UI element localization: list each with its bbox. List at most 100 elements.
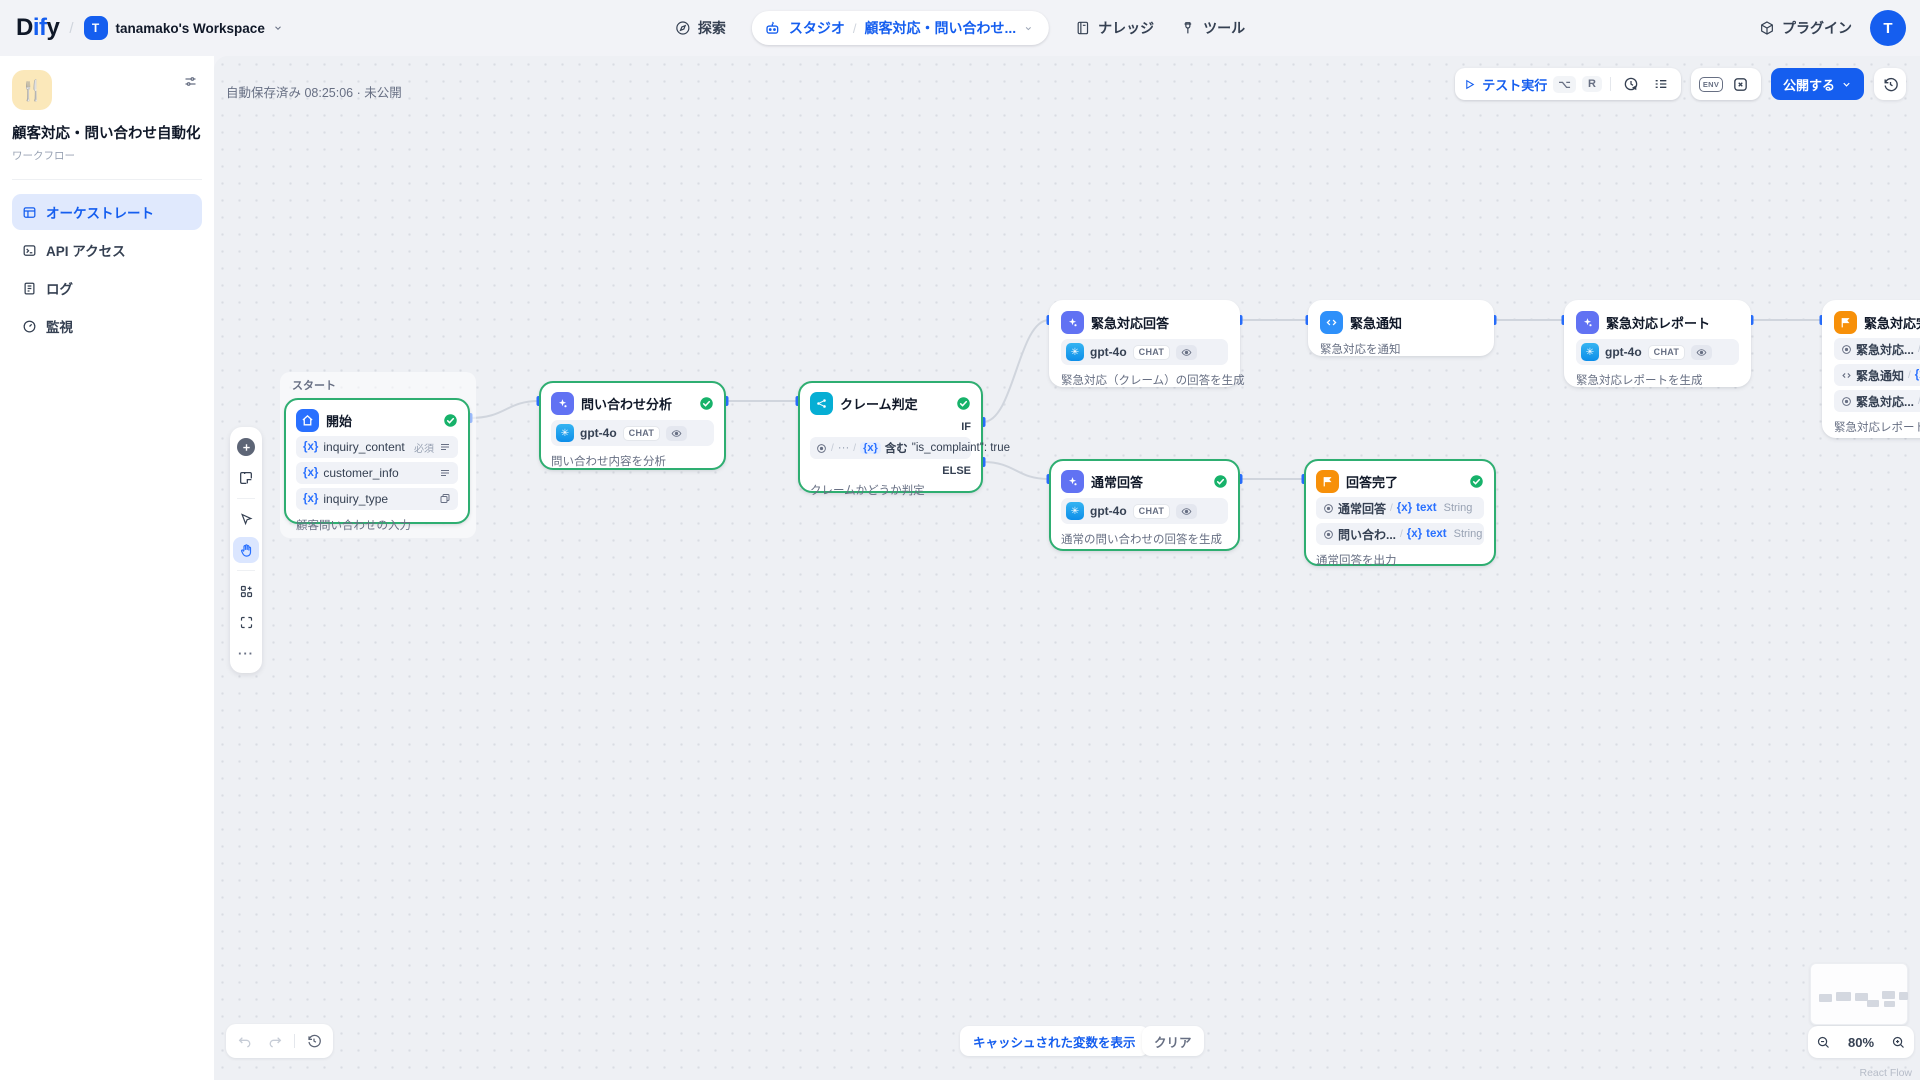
sidebar-item-api-access[interactable]: API アクセス	[12, 232, 202, 268]
shortcut-r-key: R	[1581, 76, 1602, 92]
env-variables-button[interactable]: ENV	[1698, 72, 1724, 96]
sidebar-item-logs[interactable]: ログ	[12, 270, 202, 306]
react-flow-attribution: React Flow	[1859, 1067, 1912, 1079]
more-icon: ···	[238, 645, 254, 661]
clear-button[interactable]: クリア	[1142, 1026, 1204, 1056]
nav-knowledge[interactable]: ナレッジ	[1075, 18, 1154, 38]
path-separator: /	[1918, 344, 1920, 355]
more-tools-button[interactable]: ···	[233, 640, 259, 666]
node-title: 問い合わせ分析	[581, 396, 673, 412]
sidebar-item-monitoring[interactable]: 監視	[12, 308, 202, 344]
zoom-controls: 80%	[1808, 1026, 1914, 1058]
minimap[interactable]	[1810, 963, 1908, 1025]
app-type-label: ワークフロー	[12, 150, 75, 162]
node-description: 緊急対応を通知	[1320, 344, 1401, 356]
variable-x-icon	[1734, 77, 1748, 91]
model-name: gpt-4o	[1605, 345, 1642, 359]
user-avatar[interactable]: T	[1870, 10, 1906, 46]
sidebar-item-orchestrate[interactable]: オーケストレート	[12, 194, 202, 230]
node-start[interactable]: 開始 {x} inquiry_content 必須 {x} customer_i…	[284, 398, 470, 532]
model-mode-badge: CHAT	[622, 425, 661, 441]
path-separator: /	[1918, 396, 1920, 407]
node-inquiry-analysis[interactable]: 問い合わせ分析 ✳ gpt-4o CHAT 問い合わせ内容を分析	[539, 381, 726, 470]
start-variable-row: {x} customer_info	[296, 462, 458, 484]
variable-token: {x}	[303, 441, 319, 453]
redo-button[interactable]	[262, 1028, 288, 1054]
variable-token: {x}	[1406, 528, 1423, 540]
node-urgent-notify[interactable]: 緊急通知 緊急対応を通知	[1308, 300, 1494, 356]
workspace-selector[interactable]: T tanamako's Workspace	[83, 16, 283, 40]
version-history-button[interactable]	[1874, 68, 1906, 100]
ref-node-name: 通常回答	[1338, 501, 1387, 516]
zoom-out-button[interactable]	[1816, 1035, 1831, 1050]
openai-icon: ✳	[1066, 343, 1084, 361]
node-urgent-reply[interactable]: 緊急対応回答 ✳ gpt-4o CHAT 緊急対応（クレーム）の回答を生成	[1049, 300, 1245, 387]
cached-variables-label: キャッシュされた変数を表示	[973, 1035, 1136, 1050]
variable-type: String	[1443, 502, 1473, 514]
header-separator: /	[69, 19, 74, 37]
divider	[237, 570, 255, 571]
app-settings-button[interactable]	[179, 70, 202, 93]
clock-play-icon	[1624, 77, 1638, 91]
node-title: 緊急対応レポート	[1606, 315, 1711, 331]
output-variable-row: 緊急通知 / {x} notify String	[1834, 364, 1920, 386]
node-claim-check[interactable]: クレーム判定 IF / ··· / {x} 含む "is_complaint":…	[798, 381, 1010, 497]
nav-plugins[interactable]: プラグイン	[1759, 18, 1852, 38]
node-title: 通常回答	[1091, 474, 1144, 490]
plus-circle-icon	[237, 438, 255, 456]
output-variable-row: 問い合わ... / {x} text String	[1316, 523, 1484, 545]
code-ref-icon	[1841, 370, 1852, 381]
test-run-group: テスト実行 ⌥ R	[1455, 68, 1681, 100]
run-history-button[interactable]	[1619, 72, 1643, 96]
node-description: 通常の問い合わせの回答を生成	[1061, 534, 1222, 546]
zoom-in-button[interactable]	[1891, 1035, 1906, 1050]
variable-token: {x}	[860, 442, 881, 454]
end-flag-icon	[1834, 310, 1857, 334]
text-type-icon	[441, 443, 449, 451]
ref-node-name: 緊急対応...	[1856, 394, 1915, 409]
node-description: 通常回答を出力	[1316, 555, 1397, 567]
node-description: 緊急対応レポートを生成	[1576, 375, 1703, 387]
workflow-canvas[interactable]: 自動保存済み 08:25:06 · 未公開 テスト実行 ⌥ R ENV	[214, 56, 1920, 1080]
llm-icon	[1576, 310, 1599, 334]
model-row: ✳ gpt-4o CHAT	[551, 420, 714, 446]
checklist-button[interactable]	[1649, 72, 1673, 96]
pointer-mode-button[interactable]	[233, 506, 259, 532]
history-controls	[226, 1024, 333, 1058]
llm-icon	[1061, 310, 1084, 334]
change-history-button[interactable]	[301, 1028, 327, 1054]
book-icon	[1077, 21, 1089, 35]
variable-inspect-button[interactable]	[1729, 72, 1753, 96]
organize-blocks-button[interactable]	[233, 578, 259, 604]
hammer-icon	[1184, 22, 1192, 34]
redo-icon	[269, 1037, 282, 1048]
node-urgent-end[interactable]: 緊急対応完了 緊急対応... / {x} text String 緊急通知 / …	[1822, 300, 1920, 438]
node-urgent-report[interactable]: 緊急対応レポート ✳ gpt-4o CHAT 緊急対応レポートを生成	[1564, 300, 1751, 387]
vision-eye-icon	[1176, 503, 1198, 519]
node-title: 緊急対応回答	[1091, 315, 1170, 331]
hand-mode-button[interactable]	[233, 537, 259, 563]
add-node-button[interactable]	[233, 434, 259, 460]
test-run-button[interactable]: テスト実行	[1463, 72, 1547, 96]
add-note-button[interactable]	[233, 465, 259, 491]
divider	[1609, 77, 1611, 91]
minimap-node	[1884, 1001, 1895, 1007]
nav-tools[interactable]: ツール	[1180, 18, 1245, 38]
show-cached-variables-button[interactable]: キャッシュされた変数を表示	[960, 1026, 1149, 1056]
node-normal-reply[interactable]: 通常回答 ✳ gpt-4o CHAT 通常の問い合わせの回答を生成	[1049, 459, 1240, 551]
undo-button[interactable]	[232, 1028, 258, 1054]
studio-breadcrumb[interactable]: スタジオ / 顧客対応・問い合わせ...	[751, 11, 1050, 45]
nav-explore[interactable]: 探索	[675, 18, 726, 38]
publish-button[interactable]: 公開する	[1770, 68, 1864, 100]
node-reply-end[interactable]: 回答完了 通常回答 / {x} text String 問い合わ... / {x…	[1304, 459, 1496, 567]
fit-view-button[interactable]	[233, 609, 259, 635]
success-check-icon	[1470, 474, 1483, 488]
env-icon: ENV	[1698, 76, 1724, 92]
vision-eye-icon	[1176, 344, 1198, 360]
variable-name: inquiry_type	[323, 492, 389, 506]
path-separator: /	[1908, 369, 1911, 381]
variable-name: text	[1416, 502, 1437, 514]
llm-ref-icon	[1323, 529, 1334, 540]
minimap-node	[1899, 992, 1908, 1000]
undo-icon	[238, 1037, 251, 1048]
